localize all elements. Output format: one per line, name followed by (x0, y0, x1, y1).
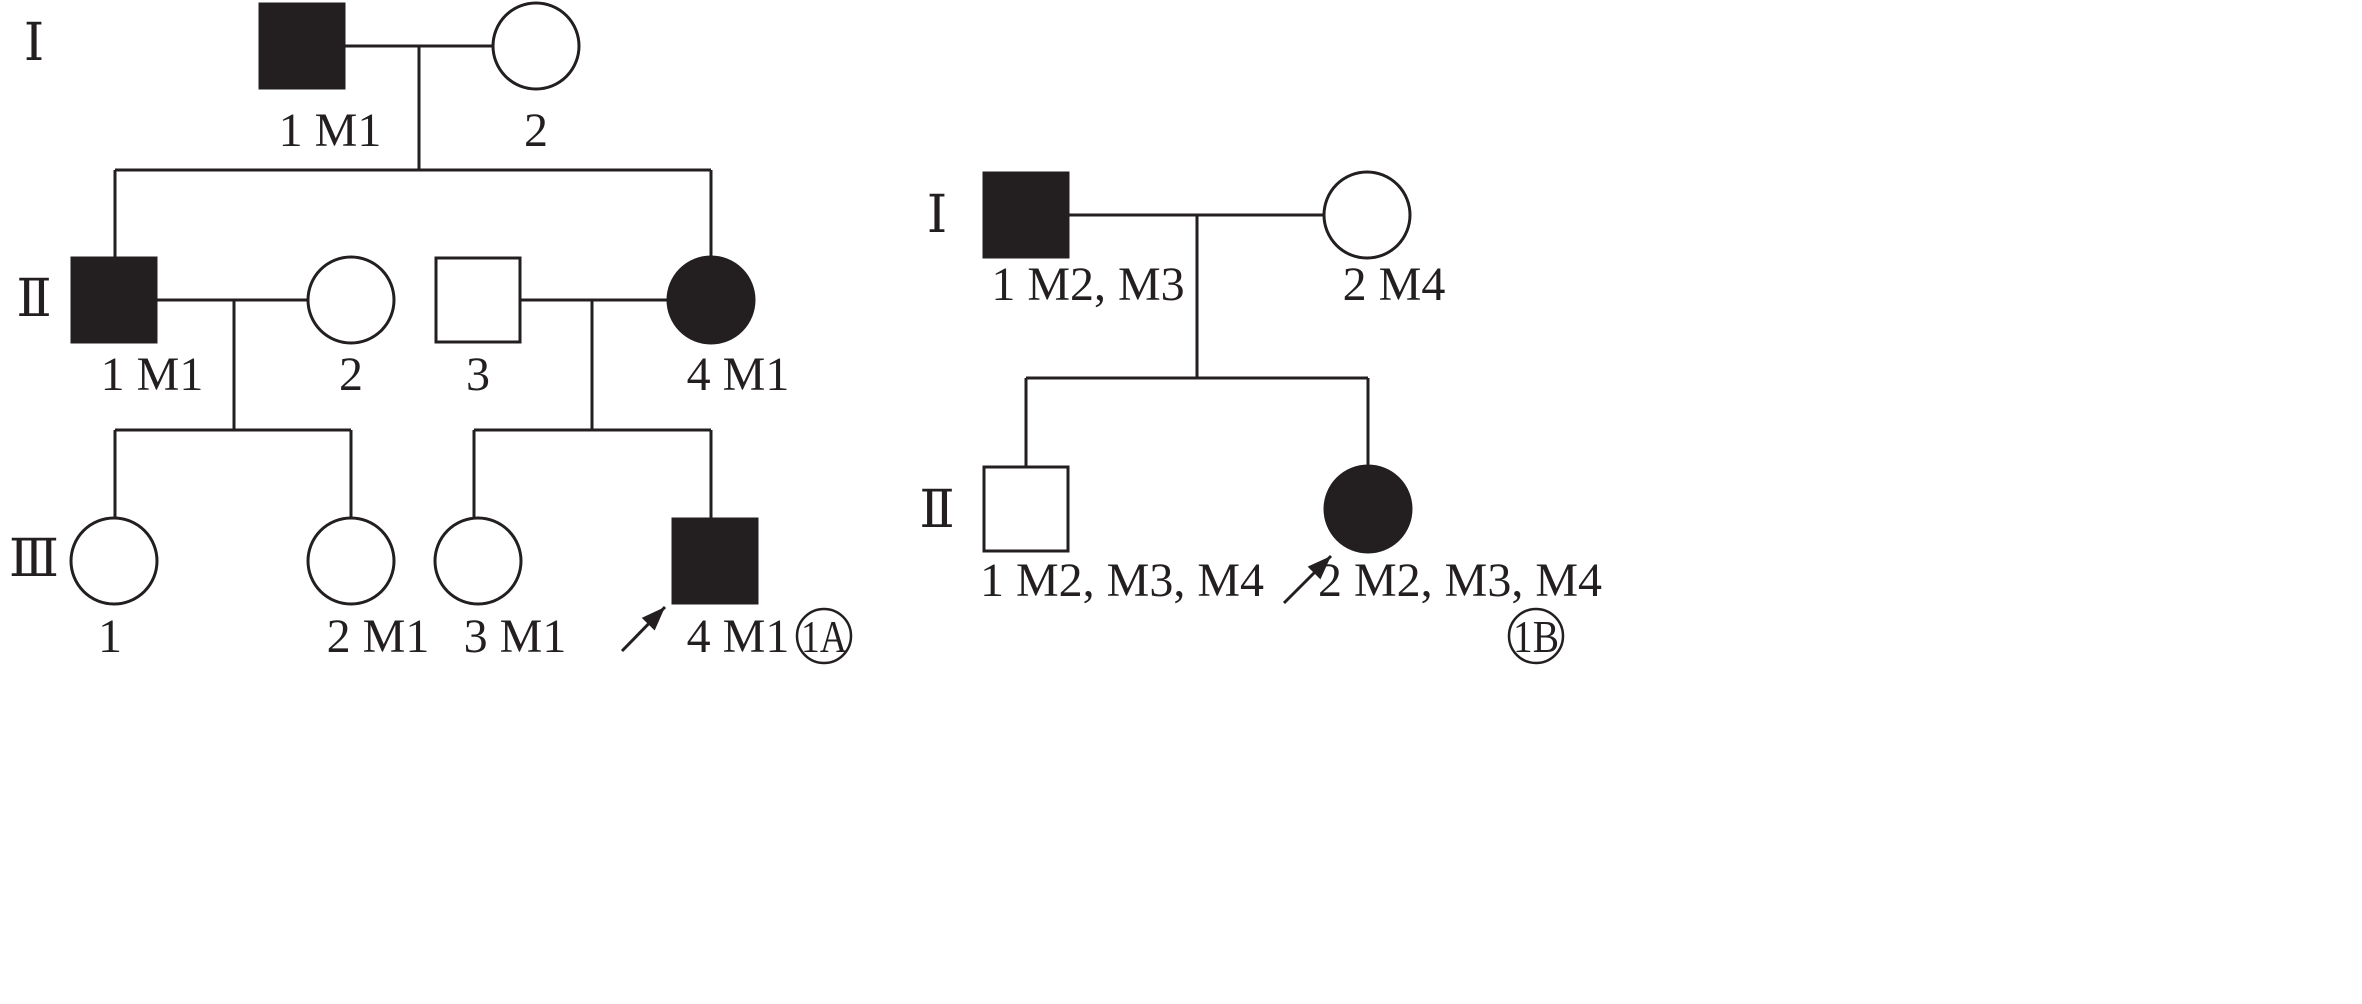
individual-label: 4 M1 (687, 610, 790, 663)
individual-label: 1 M2, M3, M4 (980, 554, 1264, 607)
individual-label: 2 (524, 104, 548, 157)
proband-arrowhead-icon (641, 607, 665, 631)
individual-label: 1 M1 (101, 348, 204, 401)
generation-label: Ⅰ (24, 15, 45, 72)
unaffected-male-symbol (982, 465, 1070, 553)
individual-label: 1 M2, M3 (991, 258, 1184, 311)
generation-label: Ⅰ (927, 187, 948, 244)
individual-label: 3 (466, 348, 490, 401)
affected-male-symbol (982, 171, 1070, 259)
affected-female-symbol (666, 255, 756, 345)
individual-label: 2 M1 (327, 610, 430, 663)
individual-label: 1 M1 (279, 104, 382, 157)
panel-tag-circle (1507, 607, 1565, 665)
unaffected-male-symbol (434, 256, 522, 344)
panel-tag: 1B (1513, 611, 1559, 662)
individual-label: 2 (339, 348, 363, 401)
generation-label: Ⅲ (9, 531, 59, 588)
unaffected-female-symbol (491, 1, 581, 91)
individual-label: 4 M1 (687, 348, 790, 401)
affected-male-symbol (258, 2, 346, 90)
unaffected-female-symbol (69, 516, 159, 606)
unaffected-female-symbol (433, 516, 523, 606)
individual-label: 3 M1 (464, 610, 567, 663)
pedigree-individuals (69, 1, 1413, 606)
individual-label: 2 M4 (1343, 258, 1446, 311)
panel-tag: 1A (801, 611, 847, 662)
pedigree-labels: 1 M1 2 1 M1 2 3 4 M1 1 2 M1 3 M1 4 M1 1 M2, M3 2 M4… (9, 15, 1602, 665)
generation-label: Ⅱ (919, 482, 954, 539)
proband-arrowhead-icon (1307, 556, 1331, 580)
affected-female-symbol (1323, 464, 1413, 554)
affected-male-symbol (70, 256, 158, 344)
individual-label: 2 M2, M3, M4 (1318, 554, 1602, 607)
individual-label: 1 (98, 610, 122, 663)
unaffected-female-symbol (306, 516, 396, 606)
generation-label: Ⅱ (16, 271, 51, 328)
unaffected-female-symbol (306, 255, 396, 345)
pedigree-lines (113, 44, 1370, 519)
affected-male-symbol (671, 517, 759, 605)
unaffected-female-symbol (1322, 170, 1412, 260)
panel-tag-circle (795, 607, 853, 665)
